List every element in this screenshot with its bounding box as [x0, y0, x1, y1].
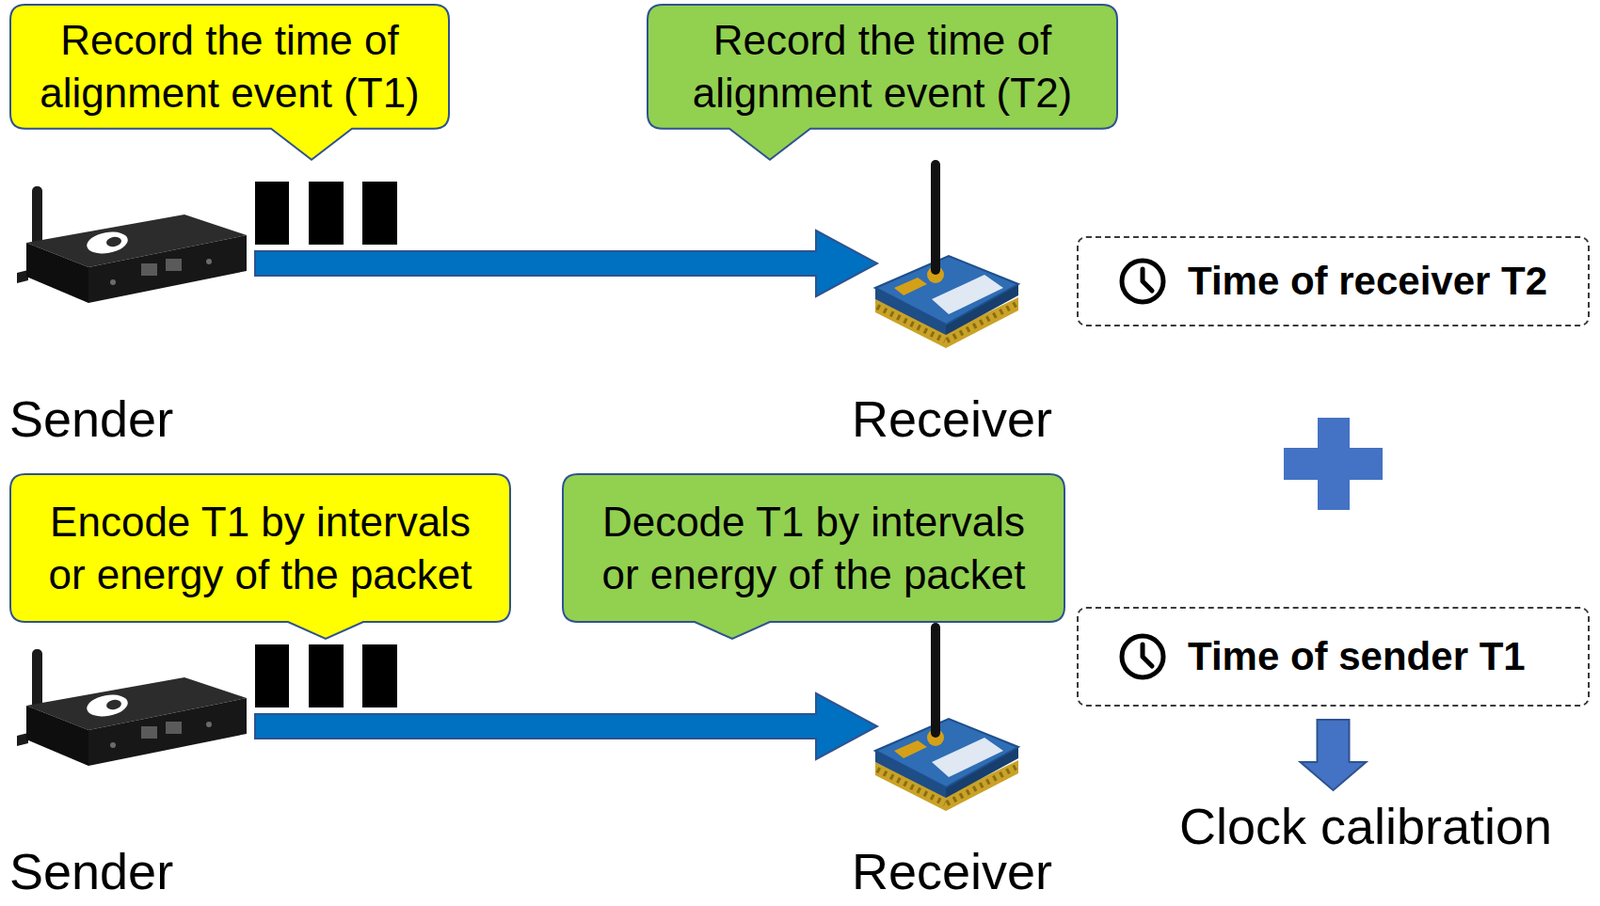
sender-device	[16, 644, 398, 767]
node-text: Encode T1 by intervals or energy of the …	[36, 496, 485, 602]
callout-bubble: Record the time of alignment event (T2)	[647, 4, 1118, 129]
node-text: Clock calibration	[1179, 799, 1552, 855]
callout-bubble: Record the time of alignment event (T1)	[10, 4, 449, 129]
node-text: Decode T1 by intervals or energy of the …	[590, 496, 1039, 602]
callout-shape	[10, 474, 511, 640]
device-label: Sender	[9, 845, 174, 899]
sender-device	[16, 181, 398, 304]
callout-bubble: Encode T1 by intervals or energy of the …	[10, 474, 511, 623]
callout-shape	[10, 4, 449, 160]
node-text: Time of receiver T2	[1187, 258, 1548, 304]
callout-outline	[10, 474, 511, 623]
clock-icon	[1121, 636, 1164, 678]
plus-sign	[1283, 417, 1383, 511]
node-text: Record the time of alignment event (T2)	[661, 14, 1104, 120]
block-arrow	[1300, 720, 1367, 791]
result-text: Clock calibration	[1175, 798, 1556, 857]
receiver-device	[875, 160, 1019, 349]
callout-shape	[647, 4, 1118, 160]
block-arrow	[255, 230, 878, 297]
callout-bubble: Decode T1 by intervals or energy of the …	[562, 474, 1065, 623]
block-arrow	[255, 693, 878, 760]
device-node: Receiver	[872, 621, 1021, 826]
callout-shape	[562, 474, 1065, 640]
device-node: Receiver	[872, 158, 1021, 363]
device-label: Receiver	[851, 392, 1053, 447]
node-text: Time of sender T1	[1187, 634, 1526, 680]
device-node: Sender	[15, 646, 251, 769]
device-label: Sender	[9, 392, 174, 447]
receiver-device	[875, 623, 1019, 812]
time-box: Time of receiver T2	[1076, 236, 1590, 327]
clock-icon	[1121, 260, 1164, 303]
node-text: Record the time of alignment event (T1)	[24, 14, 435, 120]
callout-outline	[562, 474, 1065, 623]
device-node: Sender	[15, 183, 251, 306]
device-label: Receiver	[851, 845, 1053, 899]
time-box: Time of sender T1	[1076, 607, 1590, 707]
